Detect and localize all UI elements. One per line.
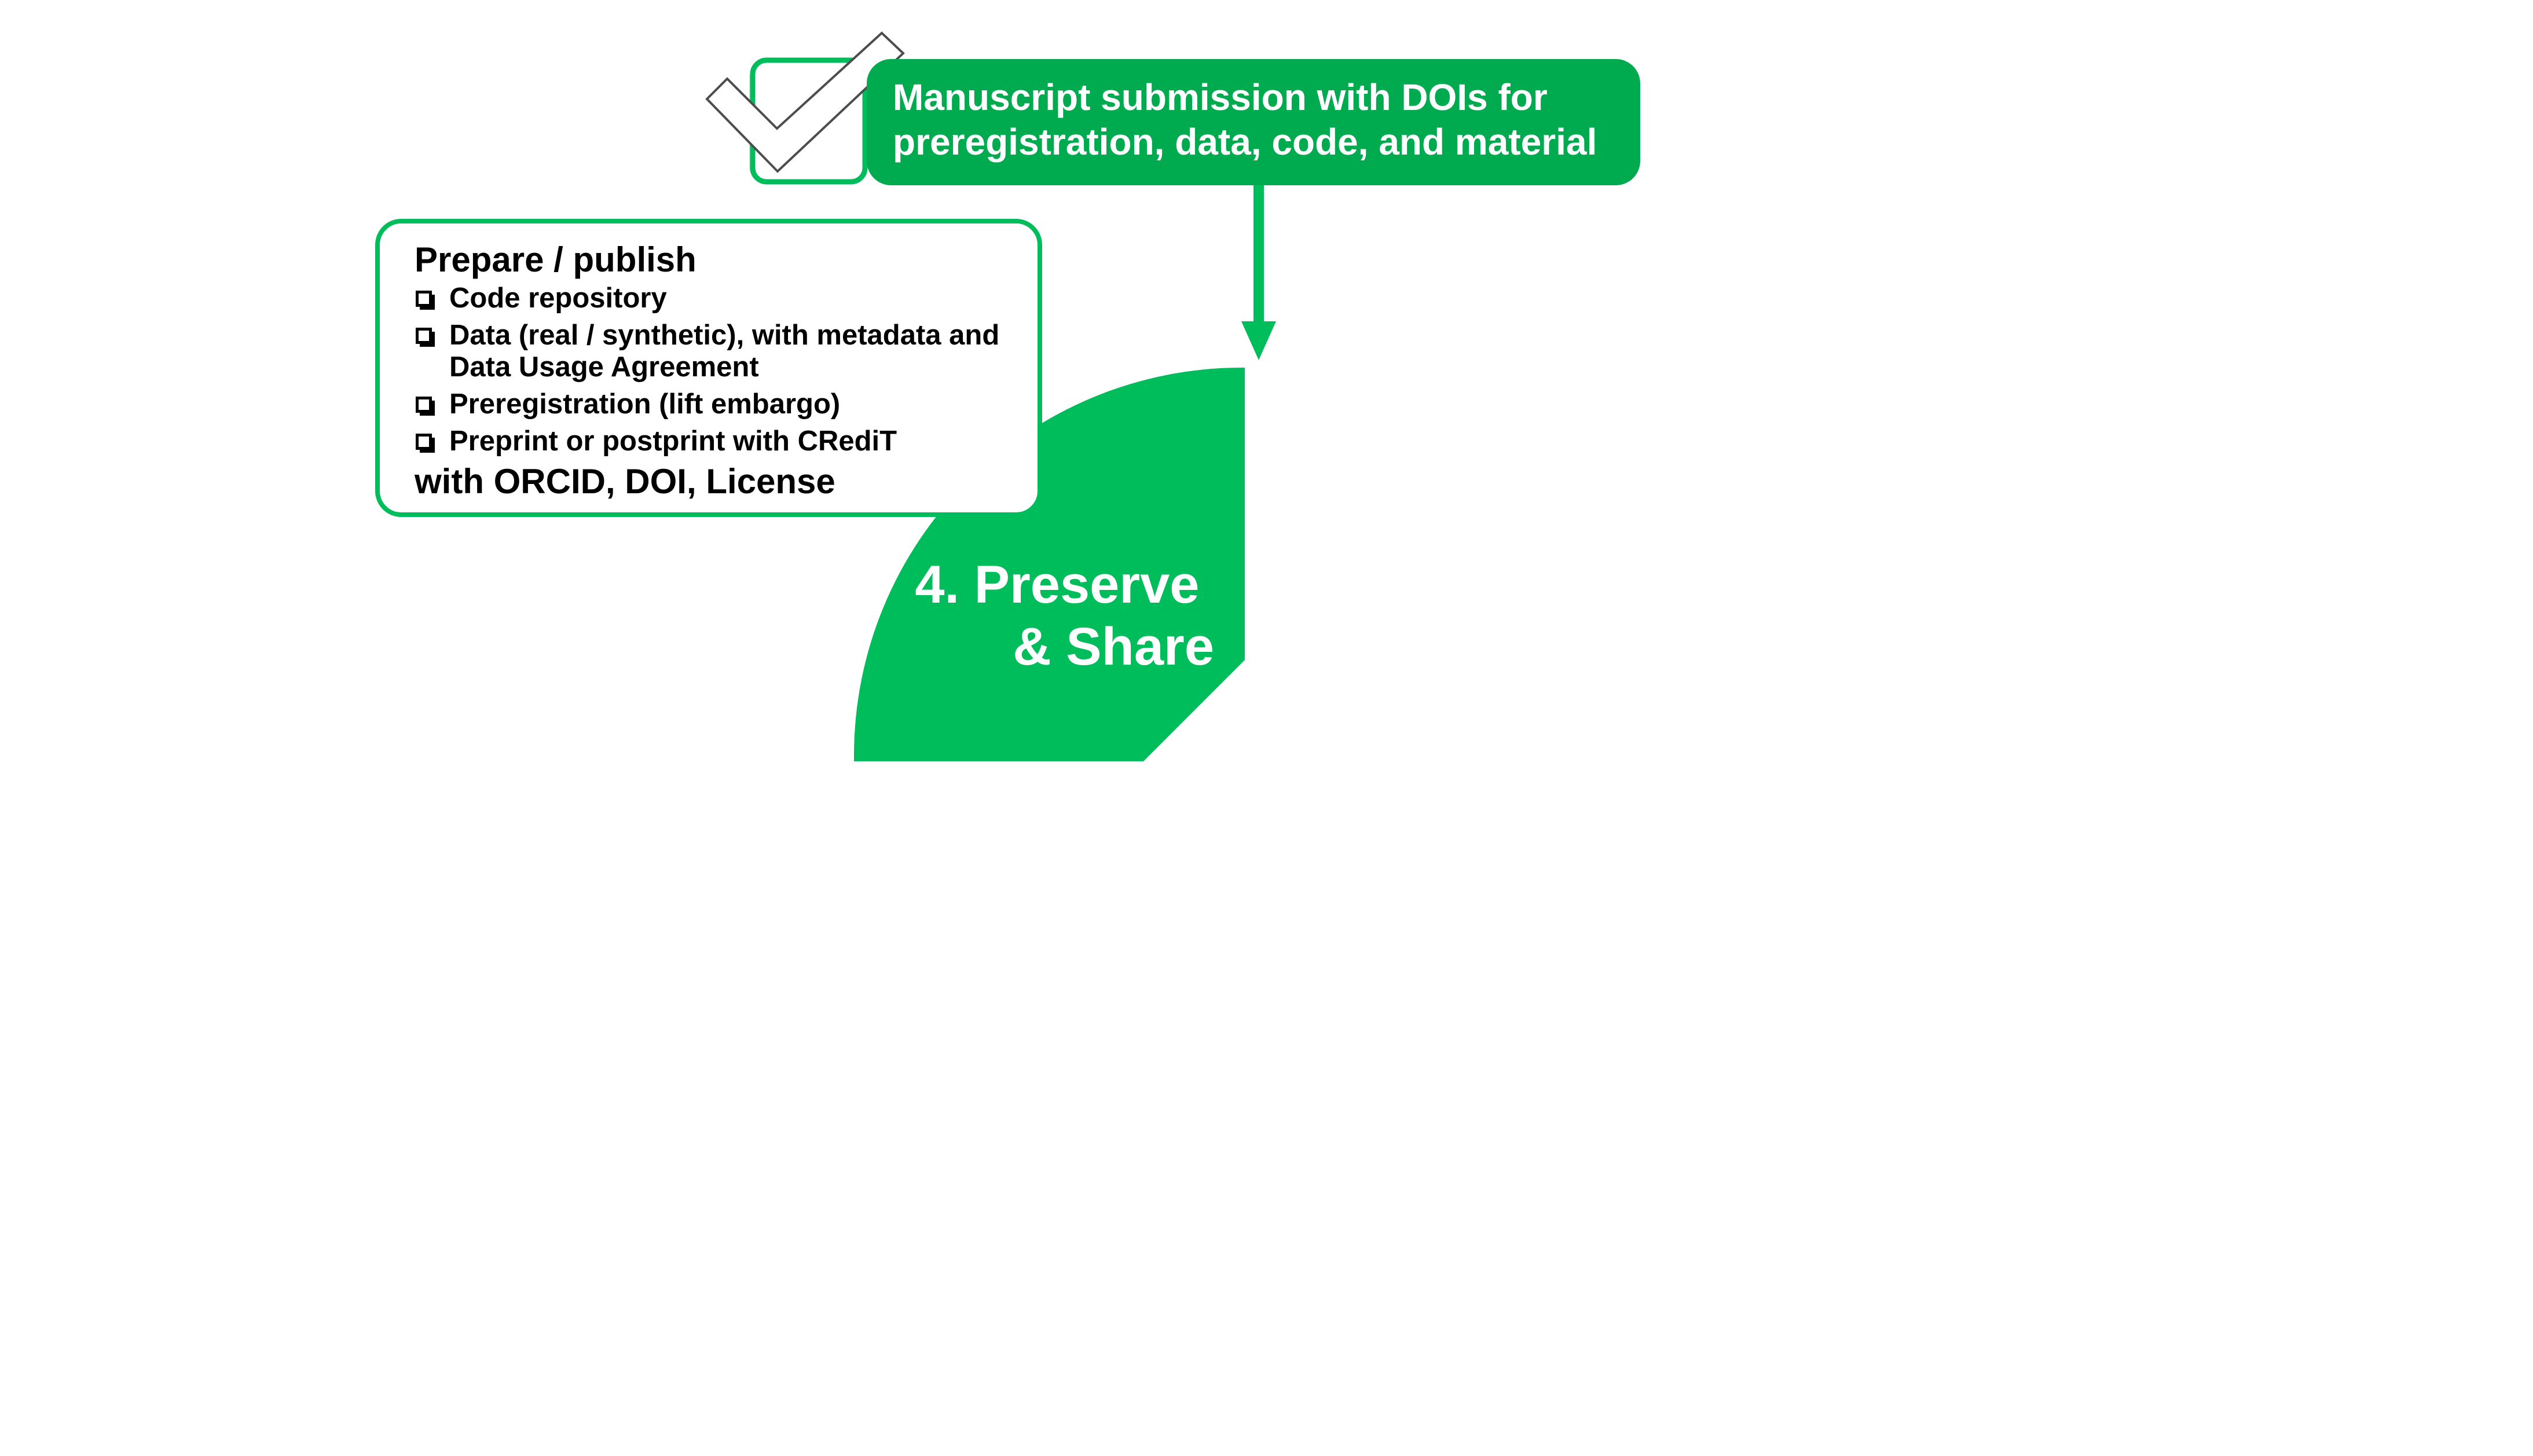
card-heading: Prepare / publish <box>415 240 697 279</box>
card-footer: with ORCID, DOI, License <box>415 462 835 501</box>
checklist-item-data: Data (real / synthetic), with metadata a… <box>415 320 1014 383</box>
checklist-item-label: Data (real / synthetic), with metadata a… <box>449 320 1000 351</box>
prepare-publish-card: Prepare / publish Code repository Data (… <box>375 219 1042 517</box>
checklist-item-preprint: Preprint or postprint with CRediT <box>415 426 1014 457</box>
checkbox-icon <box>416 328 432 344</box>
stage-shape <box>854 368 1245 761</box>
down-arrow-icon <box>1241 184 1276 360</box>
checklist-item-label: Code repository <box>449 283 667 314</box>
manuscript-submission-banner: Manuscript submission with DOIs for prer… <box>867 59 1640 185</box>
checkmark-checkbox-icon <box>705 31 905 185</box>
banner-line1: Manuscript submission with DOIs for <box>893 76 1548 118</box>
checkbox-icon <box>416 397 432 413</box>
checklist-item-code-repository: Code repository <box>415 283 1014 314</box>
checklist-item-label: Preprint or postprint with CRediT <box>449 426 897 457</box>
stage-title-line1: 4. Preserve <box>915 555 1199 614</box>
checklist: Code repository Data (real / synthetic),… <box>415 283 1014 457</box>
banner-line2: preregistration, data, code, and materia… <box>893 121 1597 163</box>
checklist-item-label: Preregistration (lift embargo) <box>449 388 841 420</box>
checklist-item-label-cont: Data Usage Agreement <box>449 351 759 383</box>
checkbox-icon <box>416 434 432 450</box>
checklist-item-preregistration: Preregistration (lift embargo) <box>415 388 1014 420</box>
stage-title: 4. Preserve & Share <box>915 555 1214 676</box>
stage-title-line2: & Share <box>1013 617 1214 676</box>
checkbox-icon <box>416 291 432 307</box>
